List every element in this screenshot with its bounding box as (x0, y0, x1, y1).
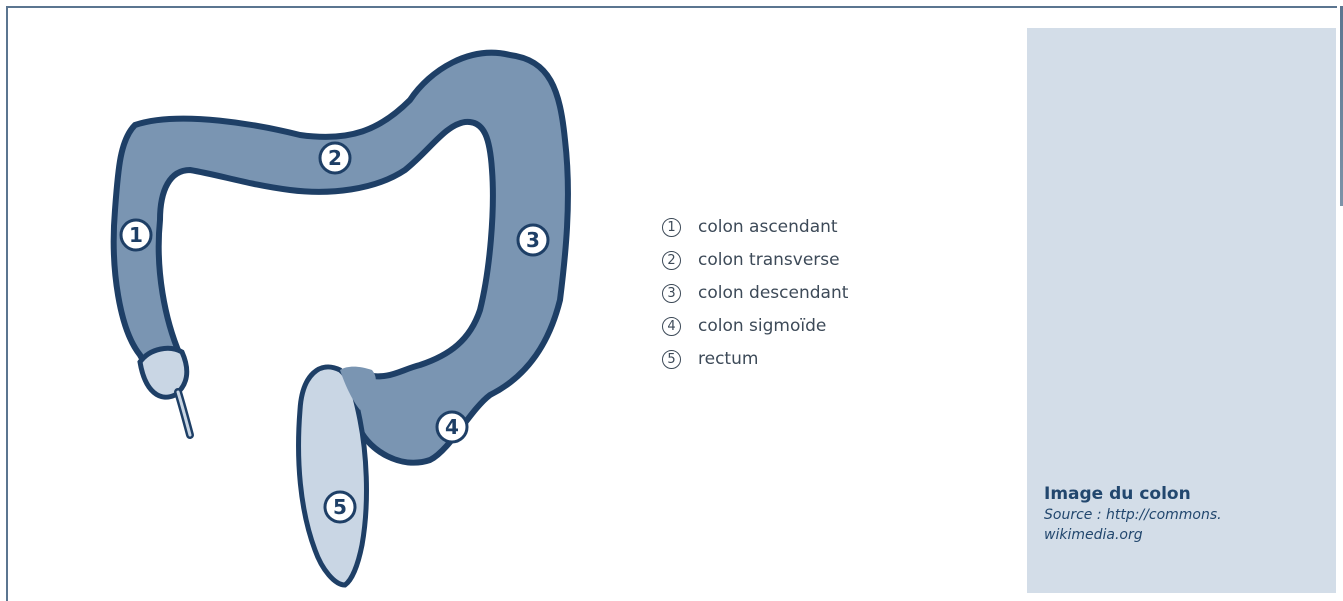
legend-item: 2 colon transverse (662, 245, 848, 275)
colon-diagram: 1 2 3 4 5 (90, 30, 630, 600)
marker-2: 2 (320, 143, 350, 173)
svg-text:4: 4 (445, 415, 459, 439)
legend-label: colon sigmoïde (698, 316, 826, 336)
legend-label: colon ascendant (698, 217, 838, 237)
image-caption: Image du colon Source : http://commons. … (1044, 483, 1324, 545)
svg-text:3: 3 (526, 228, 540, 252)
legend-number: 2 (662, 251, 681, 270)
legend-item: 3 colon descendant (662, 278, 848, 308)
legend-item: 4 colon sigmoïde (662, 311, 848, 341)
legend-label: rectum (698, 349, 758, 369)
marker-3: 3 (518, 225, 548, 255)
legend-label: colon descendant (698, 283, 848, 303)
marker-1: 1 (121, 220, 151, 250)
legend-list: 1 colon ascendant 2 colon transverse 3 c… (662, 212, 848, 377)
caption-source-line1: Source : http://commons. (1044, 505, 1324, 525)
marker-5: 5 (325, 492, 355, 522)
marker-4: 4 (437, 412, 467, 442)
legend-number: 3 (662, 284, 681, 303)
legend-number: 1 (662, 218, 681, 237)
svg-text:5: 5 (333, 495, 347, 519)
legend-number: 4 (662, 317, 681, 336)
caption-title: Image du colon (1044, 483, 1324, 505)
legend-number: 5 (662, 350, 681, 369)
legend-item: 1 colon ascendant (662, 212, 848, 242)
legend-label: colon transverse (698, 250, 840, 270)
svg-text:2: 2 (328, 146, 342, 170)
svg-text:1: 1 (129, 223, 143, 247)
legend-item: 5 rectum (662, 344, 848, 374)
caption-sidebar: Image du colon Source : http://commons. … (1027, 28, 1336, 593)
caption-source-line2: wikimedia.org (1044, 525, 1324, 545)
